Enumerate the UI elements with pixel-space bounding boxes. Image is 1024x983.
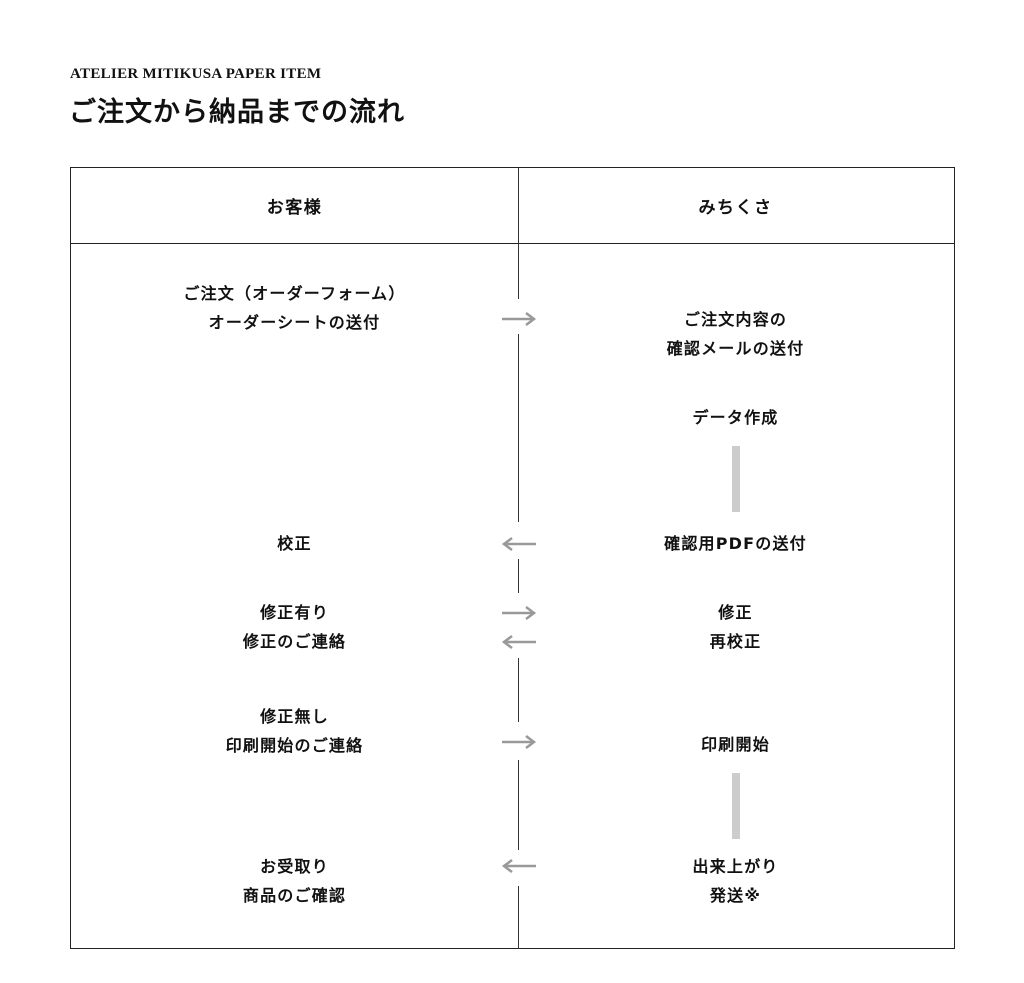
step-ship: 出来上がり 発送※ [518,852,953,910]
connector-bar [732,446,740,512]
step-revision-yes: 修正有り 修正のご連絡 [71,598,518,656]
step-order-line-2: オーダーシートの送付 [208,313,381,332]
step-order-line-1: ご注文（オーダーフォーム） [183,284,406,303]
step-proofing: 校正 [277,534,312,553]
step-receive-line-1: お受取り [260,857,329,876]
step-order: ご注文（オーダーフォーム） オーダーシートの送付 [71,279,518,337]
connector-bar [732,773,740,839]
page-title: ご注文から納品までの流れ [69,97,405,128]
step-data-creation: データ作成 [692,408,779,427]
column-header-customer: お客様 [266,198,323,218]
brand-label: ATELIER MITIKUSA PAPER ITEM [70,66,322,82]
step-revise-line-2: 再校正 [709,632,762,651]
column-divider-segment [518,658,519,722]
step-revision-no-line-2: 印刷開始のご連絡 [225,736,364,755]
step-revision-yes-line-2: 修正のご連絡 [242,632,347,651]
step-revision-yes-line-1: 修正有り [260,603,329,622]
step-revise: 修正 再校正 [518,598,953,656]
step-print-start: 印刷開始 [701,735,770,754]
step-ship-line-2: 発送※ [709,886,762,905]
header-divider [71,243,954,244]
arrow-left-icon [501,859,536,873]
flow-table: お客様 みちくさ ご注文（オーダーフォーム） オーダーシートの送付 ご注文内容の… [70,167,955,949]
arrow-left-icon [501,635,536,649]
step-ship-line-1: 出来上がり [692,857,779,876]
column-divider-segment [518,886,519,949]
column-divider-header [518,168,519,243]
step-revision-no-line-1: 修正無し [260,707,329,726]
step-send-pdf: 確認用PDFの送付 [664,534,807,553]
arrow-right-icon [502,312,537,326]
column-header-mitikusa: みちくさ [698,198,773,218]
column-divider-segment [518,243,519,299]
arrow-left-icon [501,537,536,551]
arrow-right-icon [502,735,537,749]
column-divider-segment [518,760,519,850]
step-confirm-mail-line-1: ご注文内容の [683,310,788,329]
step-revise-line-1: 修正 [718,603,753,622]
step-confirm-mail: ご注文内容の 確認メールの送付 [518,305,953,363]
step-receive-line-2: 商品のご確認 [242,886,347,905]
column-divider-segment [518,559,519,593]
step-confirm-mail-line-2: 確認メールの送付 [666,339,805,358]
step-receive: お受取り 商品のご確認 [71,852,518,910]
column-divider-segment [518,334,519,522]
arrow-right-icon [502,606,537,620]
step-revision-no: 修正無し 印刷開始のご連絡 [71,702,518,760]
